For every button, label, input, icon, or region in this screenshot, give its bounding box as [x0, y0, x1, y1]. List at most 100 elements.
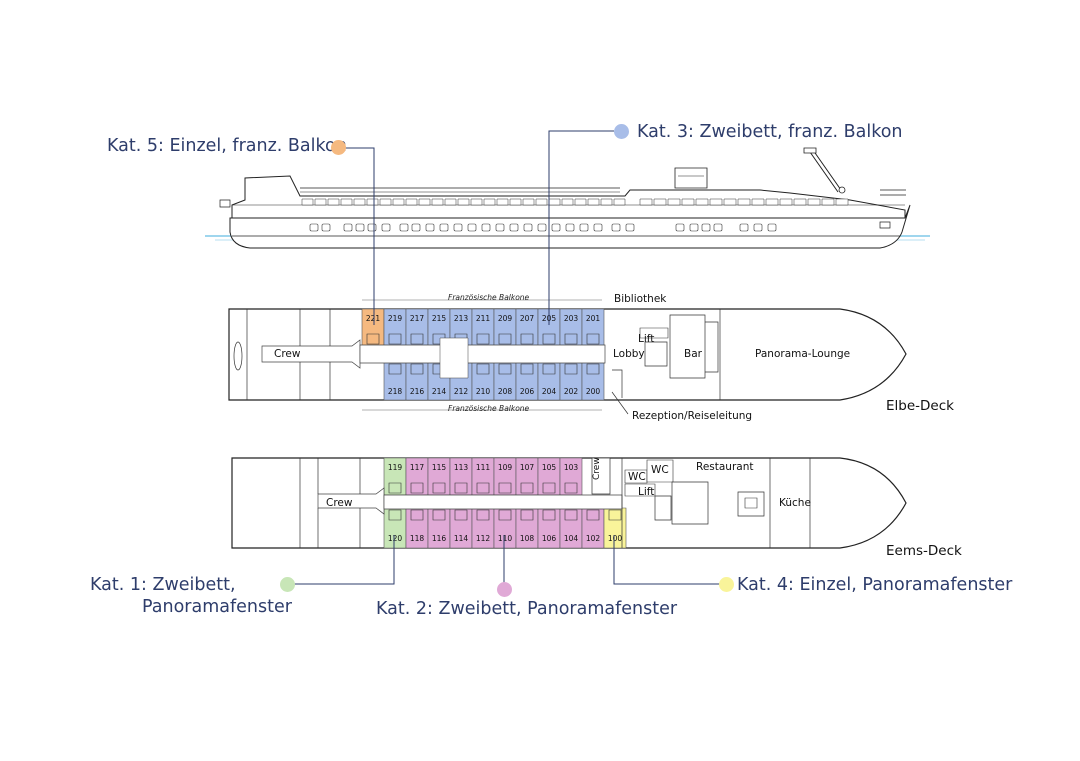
bed-icon	[477, 334, 489, 344]
cabin-number: 110	[498, 534, 513, 543]
eems-cabin-120[interactable]: 120	[384, 508, 406, 548]
legend-kat2: Kat. 2: Zweibett, Panoramafenster	[376, 599, 678, 619]
lounge-window	[710, 199, 722, 205]
bed-icon	[455, 483, 467, 493]
cabin-window	[406, 199, 417, 205]
cabin-number: 115	[432, 463, 447, 472]
eems-cabin-118[interactable]: 118	[406, 508, 428, 548]
eems-crew-room	[592, 458, 610, 494]
bed-icon	[389, 334, 401, 344]
elbe-corridor-main	[360, 345, 605, 363]
cabin-number: 109	[498, 463, 513, 472]
eems-cabin-102[interactable]: 102	[582, 508, 604, 548]
kat2-color-dot	[497, 582, 512, 597]
cabin-number: 202	[564, 387, 579, 396]
bed-icon	[499, 334, 511, 344]
eems-cabin-117[interactable]: 117	[406, 458, 428, 495]
eems-cabin-100[interactable]: 100	[604, 508, 626, 548]
cabin-number: 107	[520, 463, 535, 472]
eems-cabin-106[interactable]: 106	[538, 508, 560, 548]
anchor-icon	[880, 222, 890, 228]
leader-kat5	[344, 147, 375, 325]
porthole	[594, 224, 602, 231]
cabin-number: 118	[410, 534, 425, 543]
elbe-cabin-204[interactable]: 204	[538, 362, 560, 400]
porthole	[412, 224, 420, 231]
bed-icon	[433, 510, 445, 520]
eems-cabin-119[interactable]: 119	[384, 458, 406, 495]
eems-cabin-103[interactable]: 103	[560, 458, 582, 495]
elbe-cabin-200[interactable]: 200	[582, 362, 604, 400]
cabin-number: 209	[498, 314, 513, 323]
elbe-cabin-201[interactable]: 201	[582, 309, 604, 346]
cabin-number: 203	[564, 314, 579, 323]
eems-restaurant-label: Restaurant	[696, 461, 754, 473]
cabin-number: 112	[476, 534, 491, 543]
porthole	[454, 224, 462, 231]
eems-galley-counter	[672, 482, 708, 524]
elbe-balkone-bottom-label: Französische Balkone	[448, 404, 530, 413]
mast-top	[804, 148, 816, 153]
elbe-bar-counter	[670, 315, 705, 378]
stern-flag-icon	[220, 200, 230, 207]
cabin-number: 211	[476, 314, 491, 323]
eems-cabin-104[interactable]: 104	[560, 508, 582, 548]
eems-cabin-113[interactable]: 113	[450, 458, 472, 495]
porthole	[382, 224, 390, 231]
bed-icon	[499, 510, 511, 520]
lounge-window	[752, 199, 764, 205]
elbe-cabin-202[interactable]: 202	[560, 362, 582, 400]
eems-cabin-115[interactable]: 115	[428, 458, 450, 495]
bed-icon	[565, 483, 577, 493]
porthole	[426, 224, 434, 231]
cabin-number: 105	[542, 463, 557, 472]
bed-icon	[521, 510, 533, 520]
cabin-window	[341, 199, 352, 205]
cabin-number: 215	[432, 314, 447, 323]
eems-cabin-107[interactable]: 107	[516, 458, 538, 495]
cabin-number: 114	[454, 534, 469, 543]
bed-icon	[389, 364, 401, 374]
elbe-atrium	[440, 338, 468, 378]
bed-icon	[411, 364, 423, 374]
eems-cabin-112[interactable]: 112	[472, 508, 494, 548]
cabin-number: 103	[564, 463, 579, 472]
eems-lift-label: Lift	[638, 486, 655, 498]
elbe-anchor-icon	[233, 341, 243, 371]
cabin-number: 216	[410, 387, 425, 396]
cabin-window	[380, 199, 391, 205]
eems-cabin-108[interactable]: 108	[516, 508, 538, 548]
eems-cabin-109[interactable]: 109	[494, 458, 516, 495]
cabin-window	[419, 199, 430, 205]
cabin-number: 111	[476, 463, 491, 472]
elbe-stairs	[645, 342, 667, 366]
porthole	[676, 224, 684, 231]
cabin-window	[315, 199, 326, 205]
eems-cabin-111[interactable]: 111	[472, 458, 494, 495]
bed-icon	[565, 364, 577, 374]
porthole	[754, 224, 762, 231]
cabin-window	[432, 199, 443, 205]
leader-kat3	[548, 130, 614, 325]
porthole	[524, 224, 532, 231]
porthole	[482, 224, 490, 231]
cabin-window	[588, 199, 599, 205]
bed-icon	[499, 483, 511, 493]
porthole	[400, 224, 408, 231]
lounge-window	[654, 199, 666, 205]
mast	[810, 152, 838, 192]
eems-cabin-110[interactable]: 110	[494, 508, 516, 548]
eems-cabin-116[interactable]: 116	[428, 508, 450, 548]
lounge-window	[794, 199, 806, 205]
elbe-bar-curve	[705, 322, 718, 372]
bed-icon	[543, 510, 555, 520]
cabin-number: 213	[454, 314, 469, 323]
elbe-bar-label: Bar	[684, 348, 702, 360]
eems-crew-label: Crew	[326, 497, 353, 509]
cabin-number: 218	[388, 387, 403, 396]
bed-icon	[411, 510, 423, 520]
eems-cabin-114[interactable]: 114	[450, 508, 472, 548]
superstructure	[232, 176, 905, 218]
eems-kueche-label: Küche	[779, 497, 811, 509]
eems-cabin-105[interactable]: 105	[538, 458, 560, 495]
